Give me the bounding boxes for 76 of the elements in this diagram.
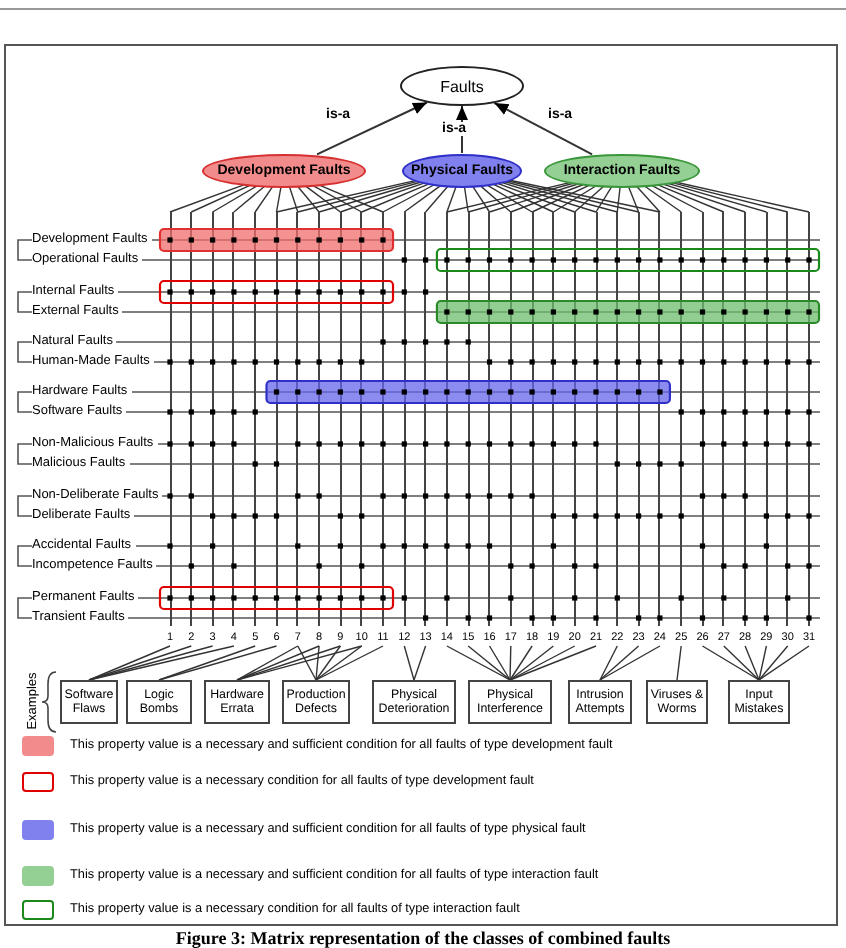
connector-line — [297, 186, 320, 213]
connector-line — [628, 186, 640, 213]
connector-line — [552, 185, 597, 213]
connector-line — [644, 185, 682, 213]
connector-line — [574, 185, 605, 213]
connector-line — [382, 184, 435, 213]
connector-line — [599, 645, 640, 681]
connector-line — [472, 186, 491, 213]
connector-line — [158, 645, 256, 681]
connector-line — [190, 184, 251, 213]
connector-line — [236, 645, 320, 681]
connector-line — [315, 645, 384, 681]
connector-line — [446, 186, 457, 213]
connector-line — [275, 186, 282, 213]
connector-line — [297, 645, 317, 681]
connector-line — [509, 645, 597, 681]
connector-line — [599, 645, 661, 681]
connector-line — [403, 185, 441, 213]
connector-line — [88, 645, 192, 681]
connector-line — [254, 186, 274, 213]
connector-line — [675, 181, 810, 213]
connector-line — [403, 645, 415, 681]
connector-line — [305, 185, 342, 213]
connector-line — [236, 645, 299, 681]
connector-line — [676, 645, 682, 681]
connector-line — [723, 645, 760, 681]
connector-line — [488, 645, 511, 681]
connector-line — [531, 184, 590, 213]
connector-line — [744, 645, 760, 681]
connector-line — [319, 184, 384, 213]
connector-line — [509, 645, 512, 681]
connector-line — [758, 645, 810, 681]
arrow — [316, 101, 428, 156]
connector-line — [504, 181, 618, 213]
connector-line — [758, 645, 768, 681]
connector-line — [315, 645, 342, 681]
connector-line — [236, 645, 363, 681]
connector-line — [480, 185, 512, 213]
connector-line — [657, 184, 725, 213]
connector-line — [758, 645, 789, 681]
connector-line — [599, 645, 618, 681]
connector-line — [467, 645, 511, 681]
connector-line — [318, 181, 422, 213]
connector-line — [509, 645, 533, 681]
connector-line — [463, 186, 469, 213]
connector-line — [233, 185, 265, 213]
connector-line — [636, 186, 661, 213]
connector-line — [211, 185, 258, 213]
connector-line — [88, 645, 171, 681]
connector-line — [492, 183, 555, 213]
connector-line — [169, 184, 245, 213]
connector-line — [297, 180, 419, 213]
connector-line — [288, 186, 299, 213]
arrow — [493, 102, 594, 156]
connector-line — [509, 645, 555, 681]
connector-line — [509, 179, 661, 213]
connector-line — [446, 645, 511, 681]
connector-line — [158, 645, 278, 681]
connector-line — [315, 645, 363, 681]
root-ellipse: Faults — [400, 66, 524, 106]
connector-line — [507, 180, 640, 213]
figure-caption: Figure 3: Matrix representation of the classes of combined faults — [173, 928, 673, 948]
connector-line — [315, 645, 320, 681]
connector-line — [486, 184, 533, 213]
connector-line — [509, 645, 576, 681]
connector-line — [312, 185, 363, 213]
connector-line — [510, 184, 584, 213]
connector-line — [236, 645, 342, 681]
connector-line — [413, 645, 427, 681]
connector-line — [651, 185, 704, 213]
connector-line — [275, 179, 416, 213]
connector-line — [616, 186, 621, 213]
connector-line — [424, 185, 449, 213]
connector-line — [701, 645, 760, 681]
connector-line — [595, 186, 613, 213]
arrow — [456, 105, 468, 154]
